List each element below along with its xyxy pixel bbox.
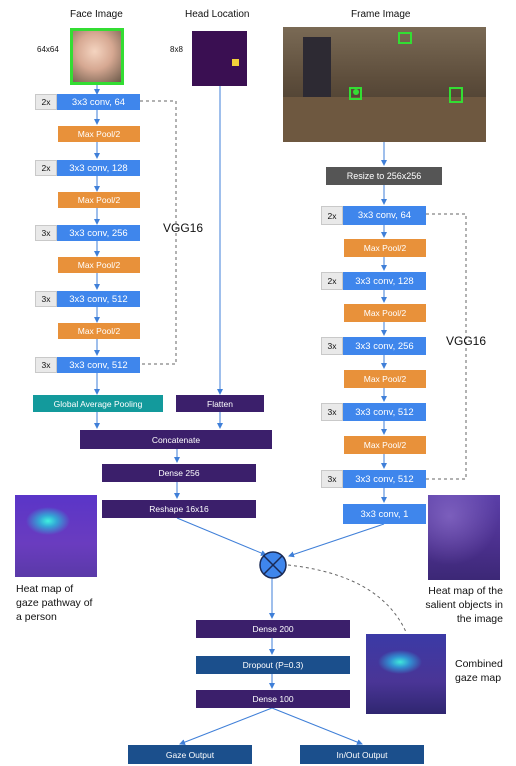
left-conv-256: 3x3 conv, 256	[57, 225, 140, 241]
gaze-pathway-heatmap	[15, 495, 97, 577]
left-pool-2: Max Pool/2	[58, 192, 140, 208]
left-mult-3: 3x	[35, 225, 57, 241]
right-mult-2: 2x	[321, 272, 343, 290]
head-location-title: Head Location	[185, 9, 250, 20]
dense-200-box: Dense 200	[196, 620, 350, 638]
dense-100-box: Dense 100	[196, 690, 350, 708]
left-vgg-label: VGG16	[163, 221, 204, 235]
gaze-dot	[353, 89, 359, 95]
left-conv-128: 3x3 conv, 128	[57, 160, 140, 176]
caption-right-2: salient objects in	[425, 599, 503, 611]
left-pool-3: Max Pool/2	[58, 257, 140, 273]
left-mult-1: 2x	[35, 94, 57, 110]
face-image	[70, 28, 124, 85]
classroom-floor	[283, 97, 486, 142]
head-size-label: 8x8	[170, 45, 183, 54]
caption-left-2: gaze pathway of	[16, 597, 93, 609]
right-conv-64: 3x3 conv, 64	[343, 206, 426, 225]
right-pool-3: Max Pool/2	[344, 370, 426, 388]
left-mult-5: 3x	[35, 357, 57, 373]
gaze-box-3	[398, 32, 412, 44]
global-average-pooling: Global Average Pooling	[33, 395, 163, 412]
head-position-marker	[232, 59, 239, 66]
frame-image	[283, 27, 486, 142]
salient-objects-heatmap	[428, 495, 500, 580]
right-mult-1: 2x	[321, 206, 343, 225]
dense-256-box: Dense 256	[102, 464, 256, 482]
conv-1-box: 3x3 conv, 1	[343, 504, 426, 524]
dropout-box: Dropout (P=0.3)	[196, 656, 350, 674]
concatenate-box: Concatenate	[80, 430, 272, 449]
face-image-title: Face Image	[70, 9, 123, 20]
caption-left-3: a person	[16, 611, 57, 623]
inout-output-box: In/Out Output	[300, 745, 424, 764]
combined-gaze-heatmap	[366, 634, 446, 714]
frame-image-title: Frame Image	[351, 9, 411, 20]
left-conv-512-b: 3x3 conv, 512	[57, 357, 140, 373]
right-pool-1: Max Pool/2	[344, 239, 426, 257]
left-pool-1: Max Pool/2	[58, 126, 140, 142]
right-pool-2: Max Pool/2	[344, 304, 426, 322]
right-conv-512-b: 3x3 conv, 512	[343, 470, 426, 488]
left-conv-64: 3x3 conv, 64	[57, 94, 140, 110]
face-size-label: 64x64	[37, 45, 59, 54]
caption-right-1: Heat map of the	[428, 585, 503, 597]
multiply-node-icon	[259, 551, 287, 579]
resize-box: Resize to 256x256	[326, 167, 442, 185]
gaze-box-2	[449, 87, 463, 103]
right-mult-5: 3x	[321, 470, 343, 488]
teacher-figure	[303, 37, 331, 107]
caption-combined-1: Combined	[455, 658, 503, 670]
left-mult-4: 3x	[35, 291, 57, 307]
right-vgg-label: VGG16	[446, 334, 487, 348]
caption-combined-2: gaze map	[455, 672, 502, 684]
reshape-box: Reshape 16x16	[102, 500, 256, 518]
right-mult-4: 3x	[321, 403, 343, 421]
caption-right-3: the image	[456, 613, 503, 625]
flatten-box: Flatten	[176, 395, 264, 412]
right-conv-128: 3x3 conv, 128	[343, 272, 426, 290]
right-conv-512-a: 3x3 conv, 512	[343, 403, 426, 421]
left-pool-4: Max Pool/2	[58, 323, 140, 339]
left-conv-512-a: 3x3 conv, 512	[57, 291, 140, 307]
gaze-output-box: Gaze Output	[128, 745, 252, 764]
head-location-map	[192, 31, 247, 86]
right-mult-3: 3x	[321, 337, 343, 355]
right-conv-256: 3x3 conv, 256	[343, 337, 426, 355]
gaze-box-1	[349, 87, 362, 100]
left-mult-2: 2x	[35, 160, 57, 176]
caption-left-1: Heat map of	[16, 583, 74, 595]
right-pool-4: Max Pool/2	[344, 436, 426, 454]
